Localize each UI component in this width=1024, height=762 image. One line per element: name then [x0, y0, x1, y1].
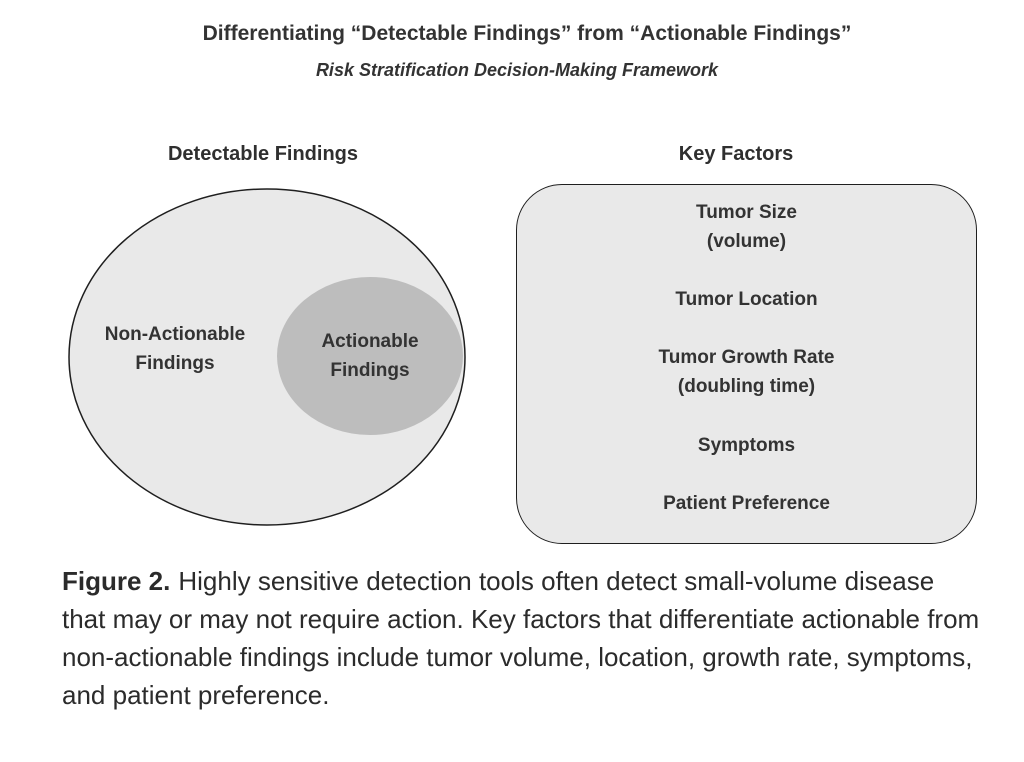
figure-subtitle: Risk Stratification Decision-Making Fram…: [315, 60, 719, 80]
factor-line1: Patient Preference: [663, 493, 830, 514]
actionable-line2: Findings: [330, 360, 410, 381]
figure-title: Differentiating “Detectable Findings” fr…: [202, 22, 852, 45]
factor-line2: (volume): [706, 231, 787, 252]
actionable-line1: Actionable: [321, 331, 419, 352]
factor-line1: Tumor Size: [696, 202, 797, 223]
figure-label: Figure 2.: [62, 566, 171, 596]
factor-tumor-growth-rate: Tumor Growth Rate (doubling time): [516, 343, 977, 401]
non-actionable-line1: Non-Actionable: [104, 324, 246, 345]
factor-line2: (doubling time): [677, 376, 816, 397]
key-factors-heading: Key Factors: [678, 143, 794, 165]
non-actionable-label: Non-Actionable Findings: [85, 320, 265, 378]
non-actionable-ellipse: [68, 188, 466, 526]
factor-line1: Tumor Growth Rate: [658, 347, 835, 368]
detectable-findings-heading: Detectable Findings: [167, 143, 359, 165]
non-actionable-line2: Findings: [135, 353, 215, 374]
factor-symptoms: Symptoms: [516, 431, 977, 460]
figure-caption: Figure 2.Highly sensitive detection tool…: [62, 562, 982, 714]
factor-tumor-location: Tumor Location: [516, 285, 977, 314]
key-factors-box: [516, 184, 977, 544]
actionable-label: Actionable Findings: [300, 327, 440, 385]
factor-line1: Symptoms: [697, 435, 796, 456]
venn-diagram: [68, 188, 466, 526]
factor-line1: Tumor Location: [675, 289, 818, 310]
actionable-ellipse: [277, 277, 463, 435]
factor-patient-preference: Patient Preference: [516, 489, 977, 518]
caption-text: Highly sensitive detection tools often d…: [62, 566, 980, 710]
factor-tumor-size: Tumor Size (volume): [516, 198, 977, 256]
